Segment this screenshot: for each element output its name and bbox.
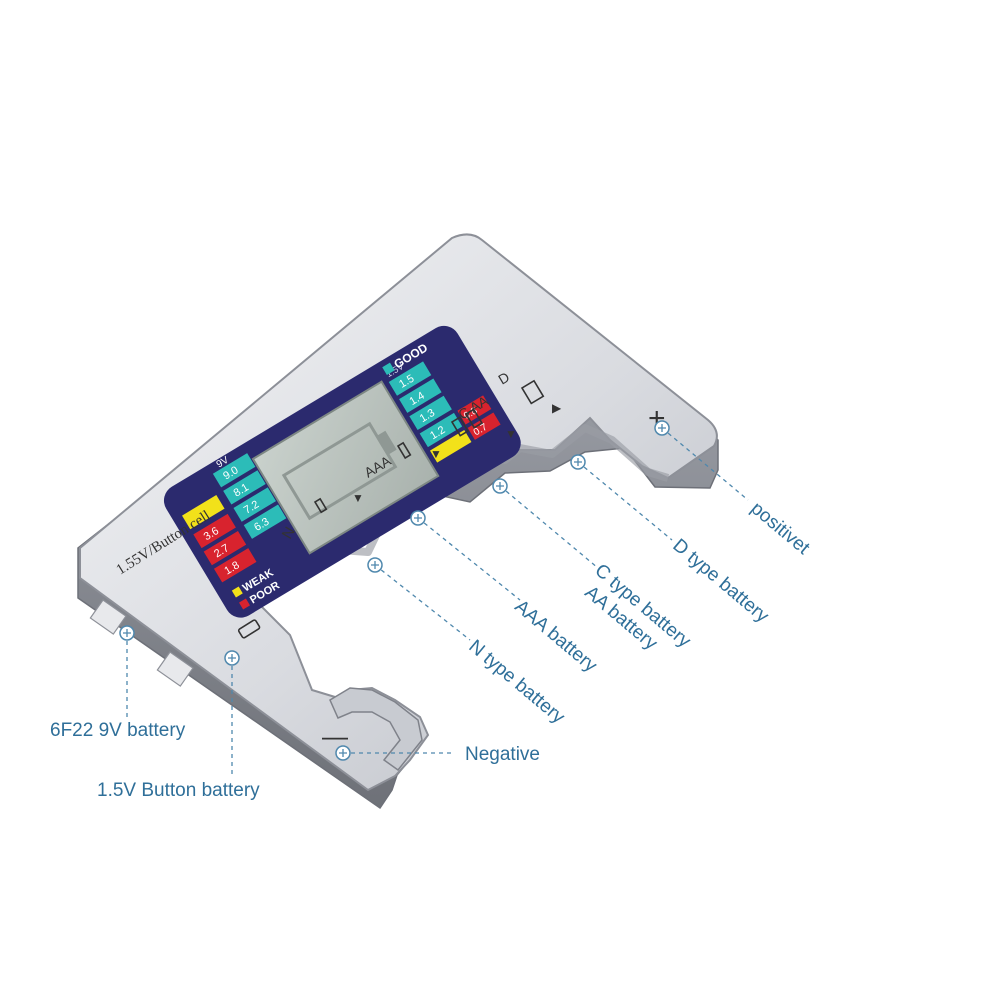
arrow-d: ▶ — [552, 401, 562, 415]
callout-negative: Negative — [465, 744, 540, 765]
slot-n-symbol — [313, 497, 328, 514]
lcd-screen — [251, 380, 440, 555]
callout-markers — [119, 420, 670, 761]
slot-aaa-symbol — [396, 441, 412, 460]
slot-d-symbol — [520, 379, 545, 405]
scale-9v-good: 9.0 8.1 7.2 6.3 — [212, 453, 287, 539]
negative-contact — [329, 687, 423, 772]
arrow-c-aa: ▼ — [505, 427, 517, 441]
scale-9v-weak-poor: 3.6 2.7 1.8 — [182, 494, 257, 583]
scale-15v: 1.5 1.4 1.3 1.2 0.8 0.7 1.5V — [384, 361, 501, 463]
slot-c-symbol — [450, 416, 470, 437]
callout-9v: 6F22 9V battery — [50, 720, 186, 741]
9v-contact — [89, 599, 127, 635]
callout-lines — [126, 427, 749, 777]
button-contact — [156, 651, 194, 687]
arrow-aaa: ▼ — [430, 447, 442, 461]
arrow-n: ▼ — [352, 491, 364, 505]
button-cell-symbol — [237, 619, 261, 639]
display-panel: 9.0 8.1 7.2 6.3 3.6 2.7 1.8 9V 1.5 1.4 1 — [163, 325, 521, 618]
callout-button: 1.5V Button battery — [97, 780, 260, 801]
slot-aa-symbol — [464, 408, 484, 429]
